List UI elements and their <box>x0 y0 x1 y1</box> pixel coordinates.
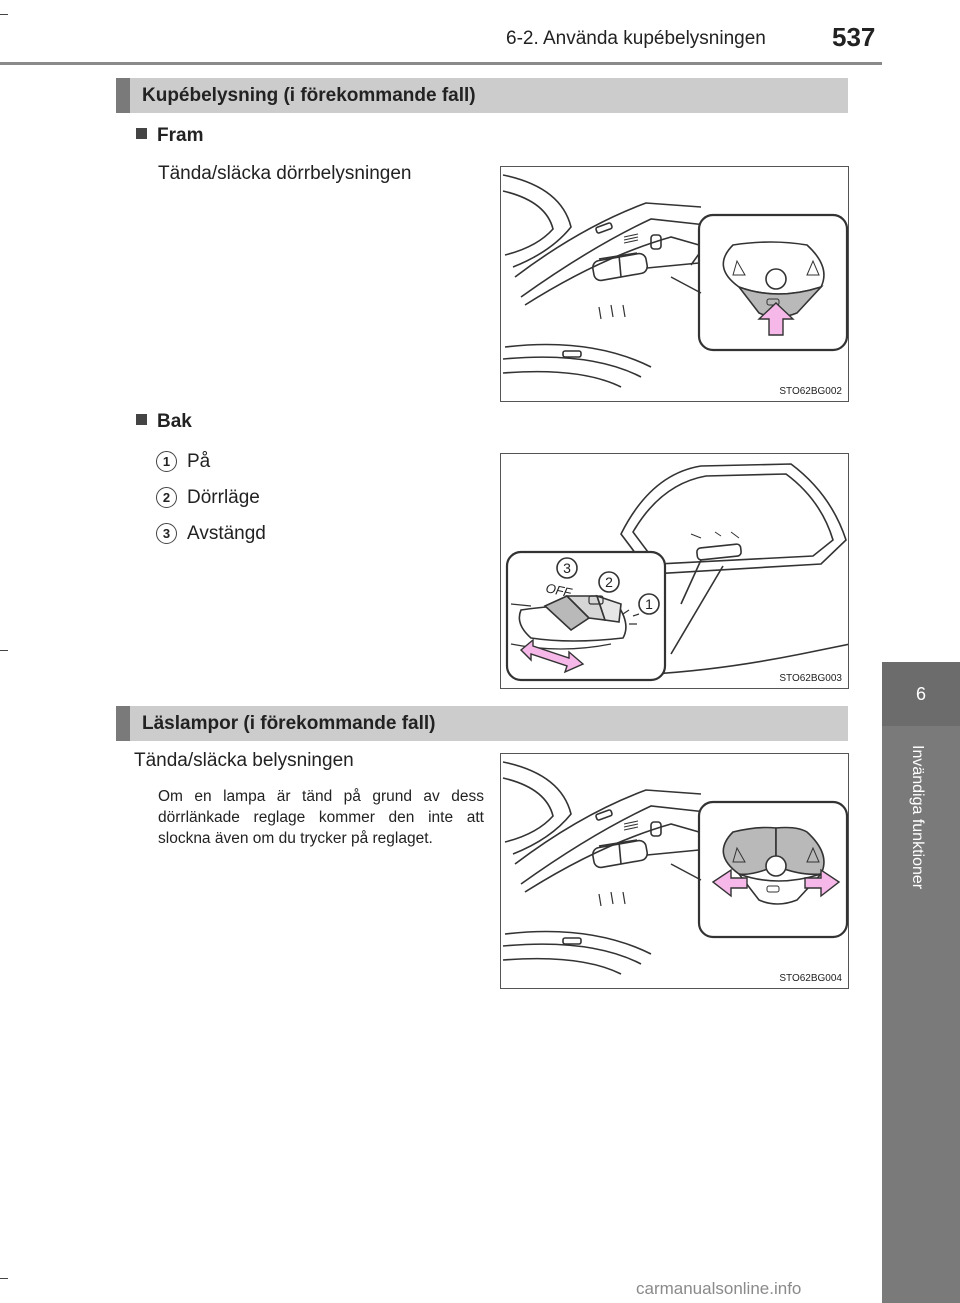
rear-overhead-console-illustration: 3 2 1 OFF <box>505 463 848 682</box>
figure-reading-lamp-switch: STO62BG004 <box>500 753 849 989</box>
bullet-rear: Bak <box>136 411 192 433</box>
watermark: carmanualsonline.info <box>636 1279 802 1298</box>
chapter-side-bar <box>882 726 960 1303</box>
rear-item-2-text: Dörrläge <box>187 487 260 508</box>
number-circle-icon: 2 <box>156 487 177 508</box>
section-heading-text: Kupébelysning (i förekommande fall) <box>142 85 476 106</box>
number-circle-icon: 1 <box>156 451 177 472</box>
chapter-number-tab: 6 <box>882 662 960 726</box>
chapter-label: Invändiga funktioner <box>909 745 926 890</box>
number-circle-icon: 3 <box>156 523 177 544</box>
slide-double-arrow-icon <box>519 638 585 674</box>
square-bullet-icon <box>136 128 147 139</box>
rear-item-2: 2 Dörrläge <box>156 487 260 509</box>
reading-lamp-note: Om en lampa är tänd på grund av dess dör… <box>158 788 484 847</box>
callout-1: 1 <box>645 596 653 612</box>
callout-2: 2 <box>605 574 613 590</box>
page-number: 537 <box>832 22 876 52</box>
section-heading-interior-lights: Kupébelysning (i förekommande fall) <box>116 78 848 113</box>
section-heading-reading-lamps: Läslampor (i förekommande fall) <box>116 706 848 741</box>
rear-item-3: 3 Avstängd <box>156 523 266 545</box>
section-heading-text: Läslampor (i förekommande fall) <box>142 713 436 734</box>
crop-mark <box>0 1278 8 1279</box>
rear-item-3-text: Avstängd <box>187 523 266 544</box>
bullet-rear-label: Bak <box>157 411 192 432</box>
square-bullet-icon <box>136 414 147 425</box>
bullet-front-label: Fram <box>157 125 204 146</box>
figure-code: STO62BG004 <box>779 973 842 984</box>
press-left-arrow-icon <box>711 868 748 898</box>
reading-lamp-description: Tända/släcka belysningen <box>134 750 354 771</box>
front-description: Tända/släcka dörrbelysningen <box>158 163 412 184</box>
reading-lamp-console-illustration <box>502 761 848 975</box>
bullet-front: Fram <box>136 125 203 147</box>
header-rule <box>0 62 882 65</box>
running-header-title: 6-2. Använda kupébelysningen <box>506 28 766 49</box>
figure-code: STO62BG002 <box>779 386 842 397</box>
press-right-arrow-icon <box>804 868 841 898</box>
figure-code: STO62BG003 <box>779 673 842 684</box>
crop-mark <box>0 650 8 651</box>
front-overhead-console-illustration <box>502 174 848 388</box>
press-arrow-icon <box>757 302 795 336</box>
figure-rear-light-switch: 3 2 1 OFF STO62BG003 <box>500 453 849 689</box>
figure-front-light-switch: STO62BG002 <box>500 166 849 402</box>
callout-3: 3 <box>563 560 571 576</box>
off-label: OFF <box>544 580 574 600</box>
rear-item-1-text: På <box>187 451 211 472</box>
rear-item-1: 1 På <box>156 451 210 473</box>
crop-mark <box>0 14 8 15</box>
